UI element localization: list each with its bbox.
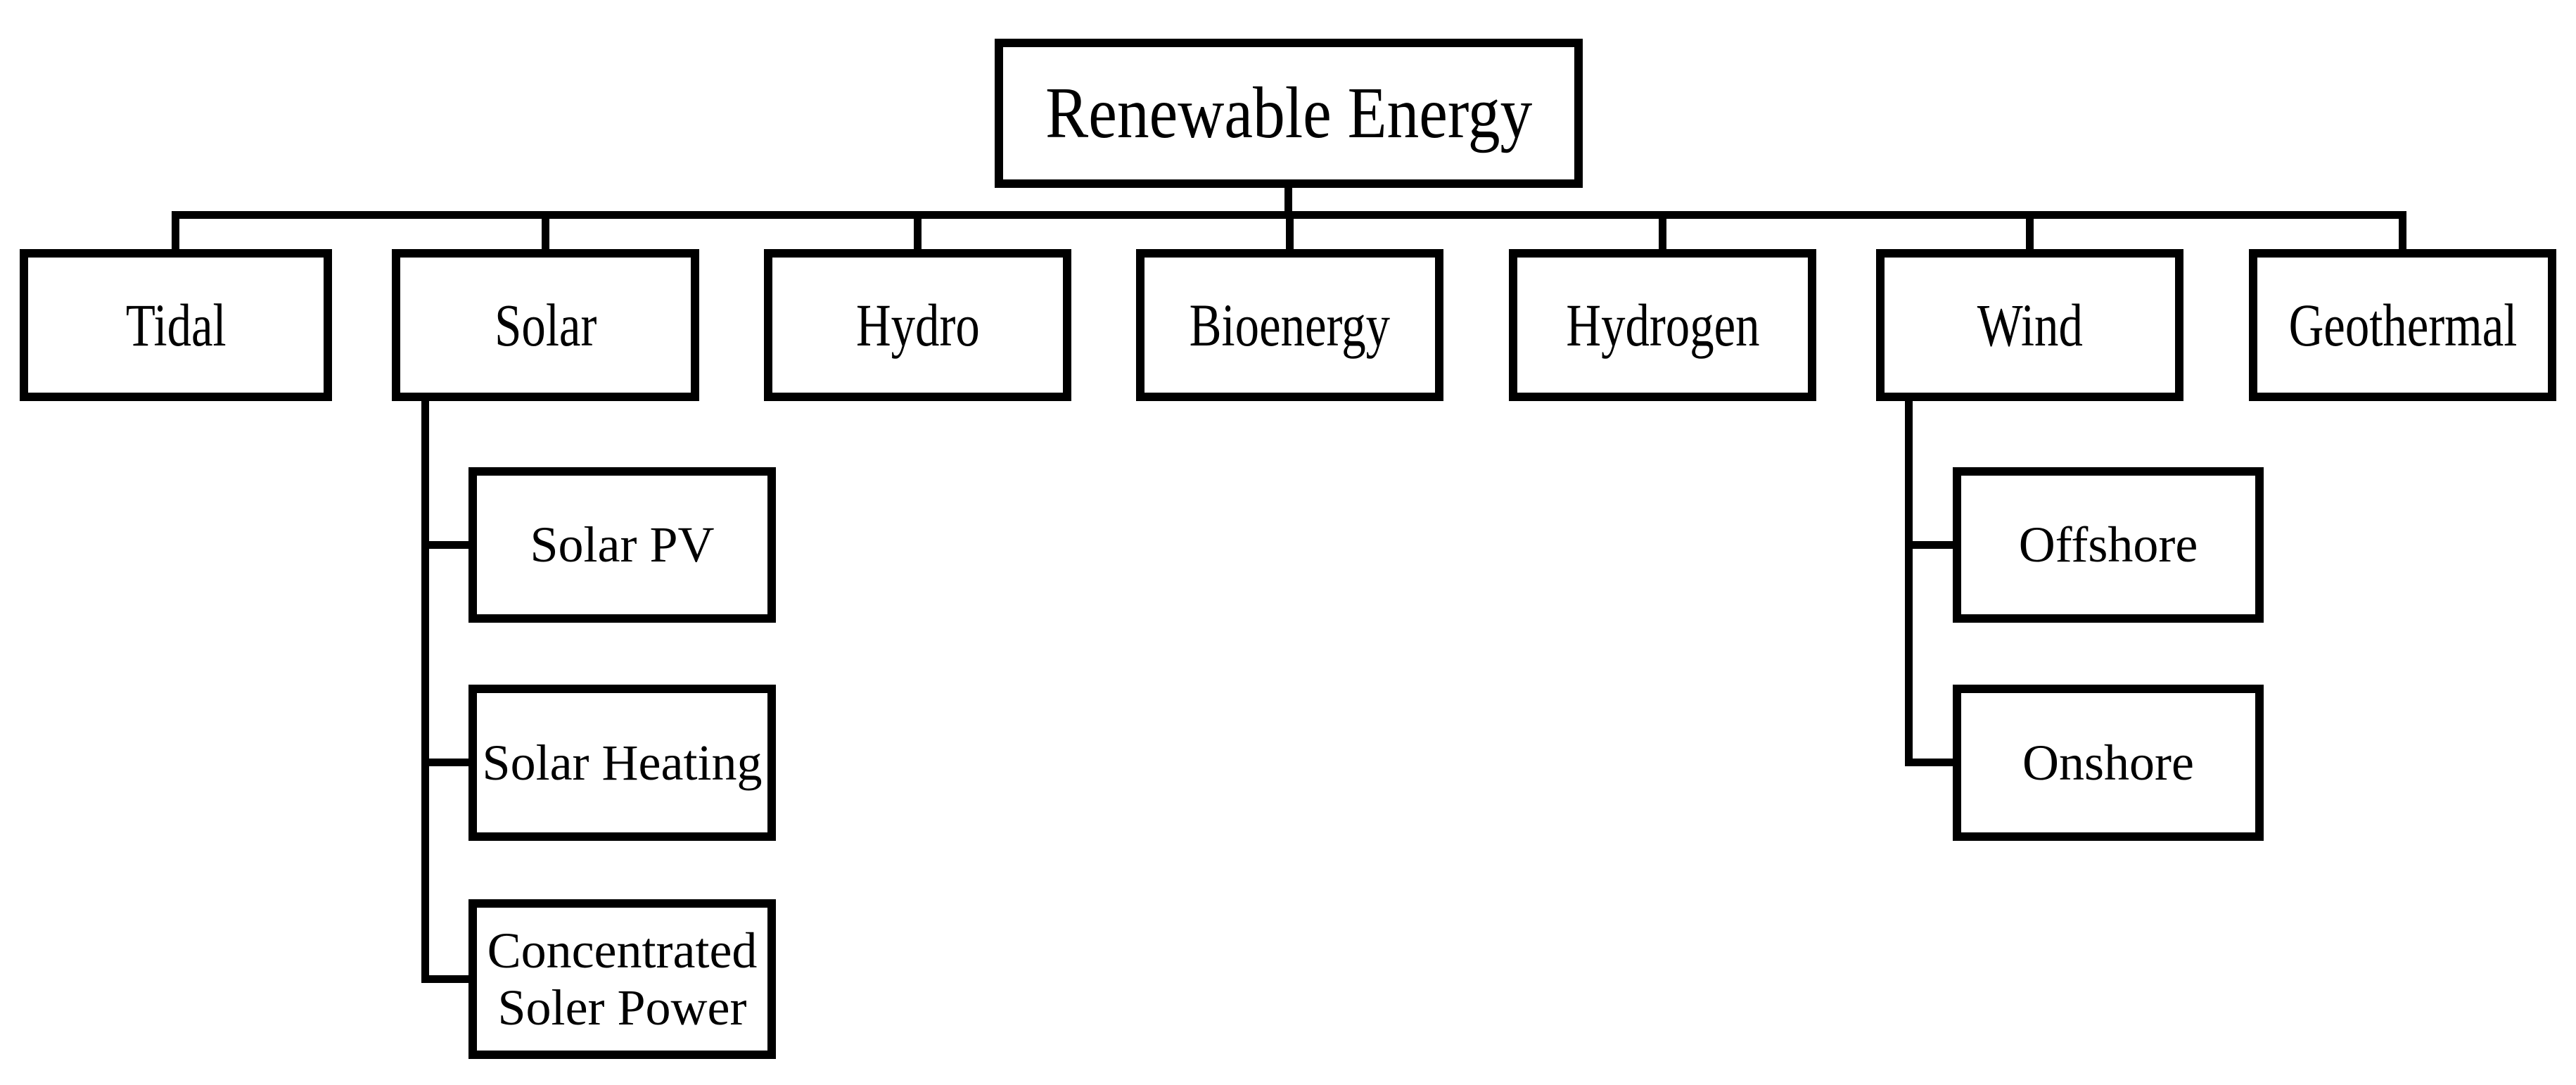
- connector-solar-trunk: [421, 394, 429, 983]
- node-hydro-label: Hydro: [855, 291, 980, 359]
- connector-solar-elbow-csp: [421, 975, 471, 983]
- connector-solar-elbow-heating: [421, 759, 471, 766]
- node-tidal-label: Tidal: [125, 291, 227, 359]
- node-hydro: Hydro: [764, 249, 1071, 401]
- connector-drop-solar: [542, 211, 549, 253]
- node-solar-pv-label: Solar PV: [530, 516, 715, 573]
- connector-drop-hydrogen: [1659, 211, 1666, 253]
- connector-wind-elbow-offshore: [1905, 541, 1956, 549]
- node-geothermal-label: Geothermal: [2288, 291, 2517, 359]
- connector-drop-geothermal: [2399, 211, 2406, 253]
- node-solar-label: Solar: [494, 291, 597, 359]
- node-onshore: Onshore: [1953, 685, 2264, 841]
- connector-wind-trunk: [1905, 398, 1913, 766]
- connector-drop-hydro: [914, 211, 922, 253]
- node-hydrogen: Hydrogen: [1509, 249, 1816, 401]
- connector-drop-wind: [2026, 211, 2034, 253]
- node-concentrated-solar-power: Concentrated Soler Power: [468, 899, 776, 1059]
- node-geothermal: Geothermal: [2249, 249, 2556, 401]
- node-bioenergy-label: Bioenergy: [1189, 291, 1391, 359]
- node-solar-heating: Solar Heating: [468, 685, 776, 841]
- node-solar-pv: Solar PV: [468, 467, 776, 623]
- node-tidal: Tidal: [20, 249, 332, 401]
- node-offshore-label: Offshore: [2018, 516, 2198, 573]
- node-onshore-label: Onshore: [2022, 734, 2194, 791]
- node-concentrated-solar-power-label: Concentrated Soler Power: [487, 922, 758, 1036]
- connector-root-drop: [1284, 183, 1292, 215]
- connector-wind-elbow-onshore: [1905, 759, 1956, 766]
- node-hydrogen-label: Hydrogen: [1565, 291, 1760, 359]
- connector-drop-tidal: [172, 211, 179, 253]
- node-solar-heating-label: Solar Heating: [482, 734, 763, 791]
- node-wind-label: Wind: [1977, 291, 2083, 359]
- connector-drop-bioenergy: [1286, 211, 1294, 253]
- node-bioenergy: Bioenergy: [1136, 249, 1443, 401]
- node-wind: Wind: [1876, 249, 2183, 401]
- node-solar: Solar: [392, 249, 699, 401]
- node-renewable-energy: Renewable Energy: [995, 39, 1583, 188]
- node-offshore: Offshore: [1953, 467, 2264, 623]
- connector-solar-elbow-pv: [421, 541, 471, 549]
- node-renewable-energy-label: Renewable Energy: [1045, 72, 1533, 153]
